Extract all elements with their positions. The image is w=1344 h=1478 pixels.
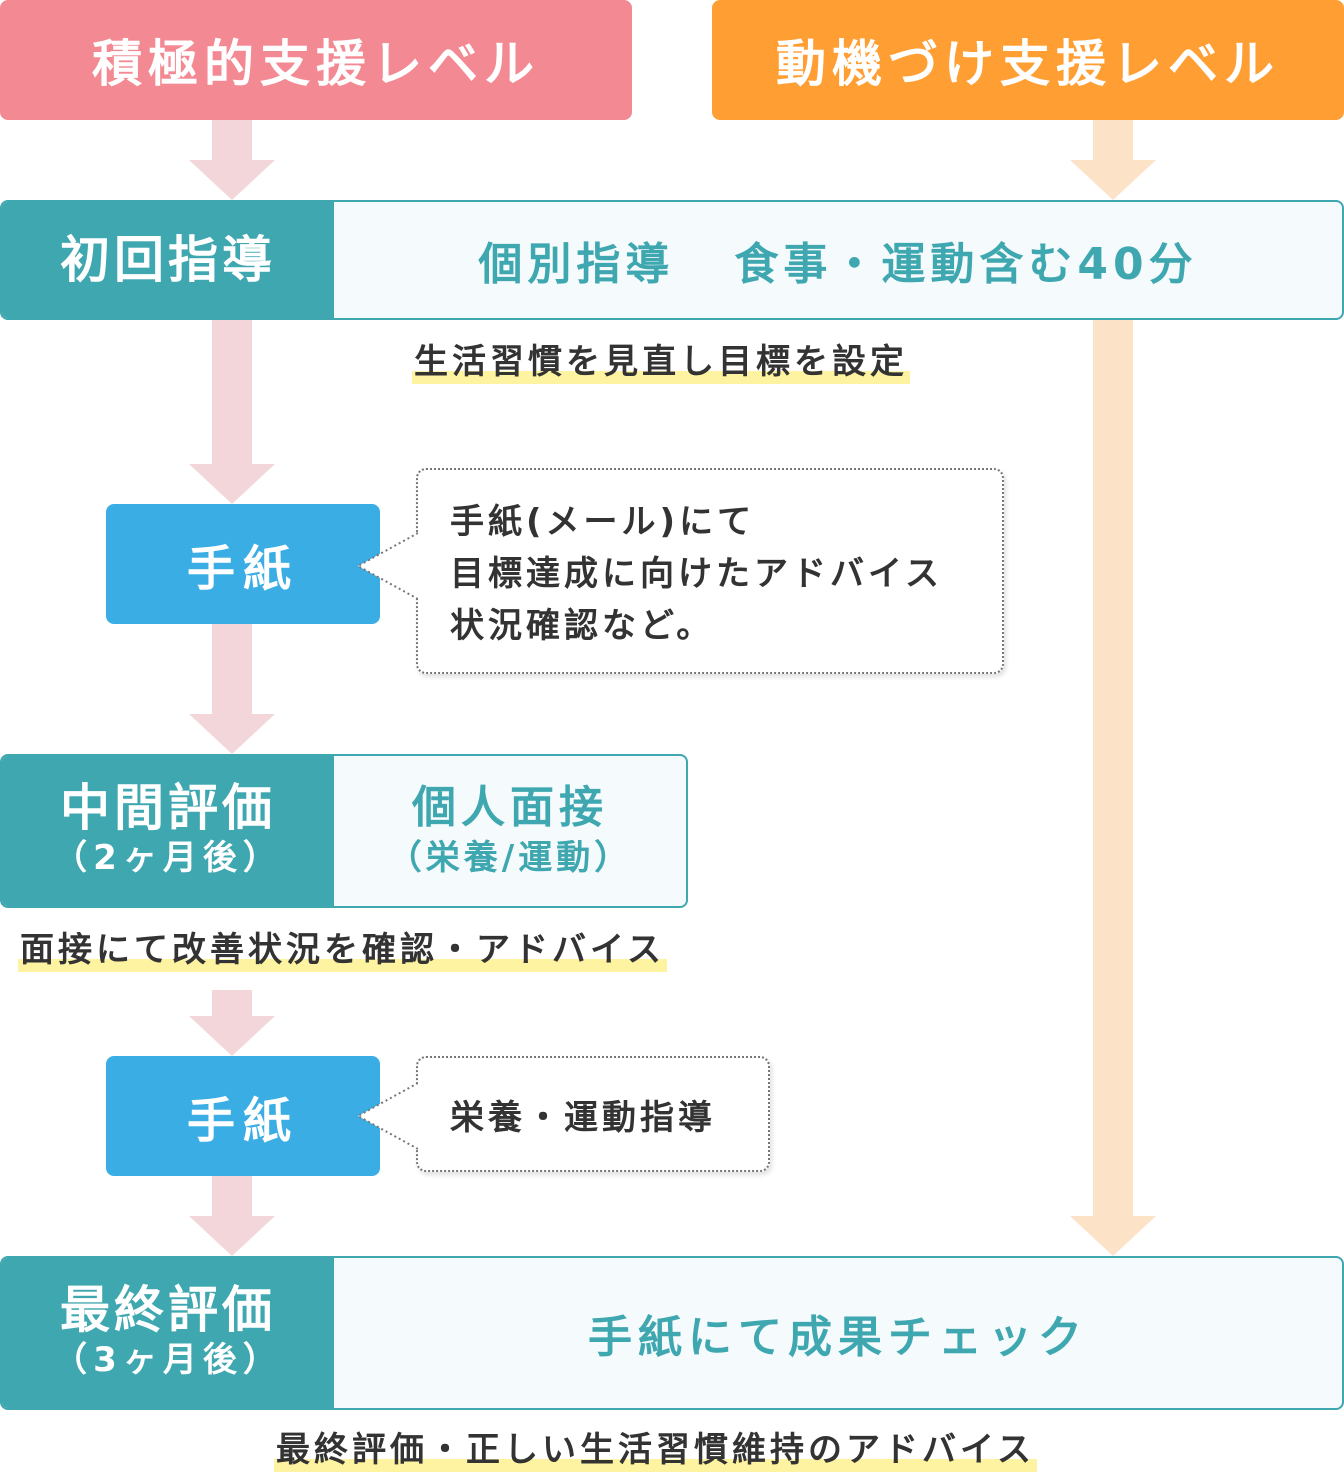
letter-result-check-text: 手紙にて成果チェック [588,1312,1088,1363]
orange-arrow-head-1 [1070,160,1156,200]
final-evaluation-sub: （3ヶ月後） [53,1340,283,1381]
final-evaluation-content: 手紙にて成果チェック [334,1258,1342,1408]
pink-arrow-shaft-4 [212,990,252,1018]
pink-arrow-shaft-3 [212,624,252,716]
nutrition-exercise-guidance-text: 栄養・運動指導 [450,1097,716,1138]
diet-exercise-text: 食事・運動含む40分 [734,239,1198,290]
letter-box-2: 手紙 [106,1056,380,1176]
callout-line-2: 目標達成に向けたアドバイス [450,554,943,594]
orange-arrow-shaft-1 [1093,120,1133,162]
final-evaluation-note: 最終評価・正しい生活習慣維持のアドバイス [274,1428,1037,1472]
midterm-evaluation-content: 個人面接 （栄養/運動） [334,756,686,906]
pink-arrow-head-1 [189,160,275,200]
pink-arrow-head-3 [189,714,275,754]
personal-interview-text: 個人面接 [412,781,608,833]
letter-callout-2: 栄養・運動指導 [416,1056,770,1172]
final-evaluation-label: 最終評価 [60,1281,276,1340]
final-evaluation-row: 最終評価 （3ヶ月後） 手紙にて成果チェック [0,1256,1344,1410]
letter-box-1: 手紙 [106,504,380,624]
callout-line-1: 手紙(メール)にて [450,502,756,542]
intensive-level-header: 積極的支援レベル [0,0,632,120]
callout-pointer-2 [356,1082,418,1150]
individual-guidance-text: 個別指導 [478,239,675,290]
pink-arrow-shaft-1 [212,120,252,162]
callout-pointer-1 [356,532,418,600]
letter-label-1: 手紙 [186,541,299,597]
initial-guidance-label: 初回指導 [60,230,276,289]
pink-arrow-head-5 [189,1216,275,1256]
initial-guidance-note: 生活習慣を見直し目標を設定 [412,340,910,384]
letter-callout-1: 手紙(メール)にて 目標達成に向けたアドバイス 状況確認など。 [416,468,1004,674]
pink-arrow-shaft-5 [212,1176,252,1218]
initial-guidance-row: 初回指導 個別指導 食事・運動含む40分 [0,200,1344,320]
final-evaluation-label-cell: 最終評価 （3ヶ月後） [2,1258,334,1408]
orange-arrow-head-2 [1070,1216,1156,1256]
initial-guidance-label-cell: 初回指導 [2,202,334,318]
intensive-level-label: 積極的支援レベル [92,35,540,93]
midterm-evaluation-row: 中間評価 （2ヶ月後） 個人面接 （栄養/運動） [0,754,688,908]
midterm-evaluation-label-cell: 中間評価 （2ヶ月後） [2,756,334,906]
pink-arrow-head-2 [189,464,275,504]
motivational-level-label: 動機づけ支援レベル [776,35,1280,93]
midterm-evaluation-sub: （2ヶ月後） [53,838,283,879]
initial-guidance-content: 個別指導 食事・運動含む40分 [334,202,1342,318]
letter-label-2: 手紙 [186,1093,299,1149]
midterm-evaluation-label: 中間評価 [60,779,276,838]
nutrition-exercise-text: （栄養/運動） [387,837,633,878]
motivational-level-header: 動機づけ支援レベル [712,0,1344,120]
orange-arrow-shaft-2 [1093,320,1133,1218]
midterm-evaluation-note: 面接にて改善状況を確認・アドバイス [18,928,667,972]
callout-line-3: 状況確認など。 [450,606,715,646]
pink-arrow-head-4 [189,1016,275,1056]
pink-arrow-shaft-2 [212,320,252,466]
